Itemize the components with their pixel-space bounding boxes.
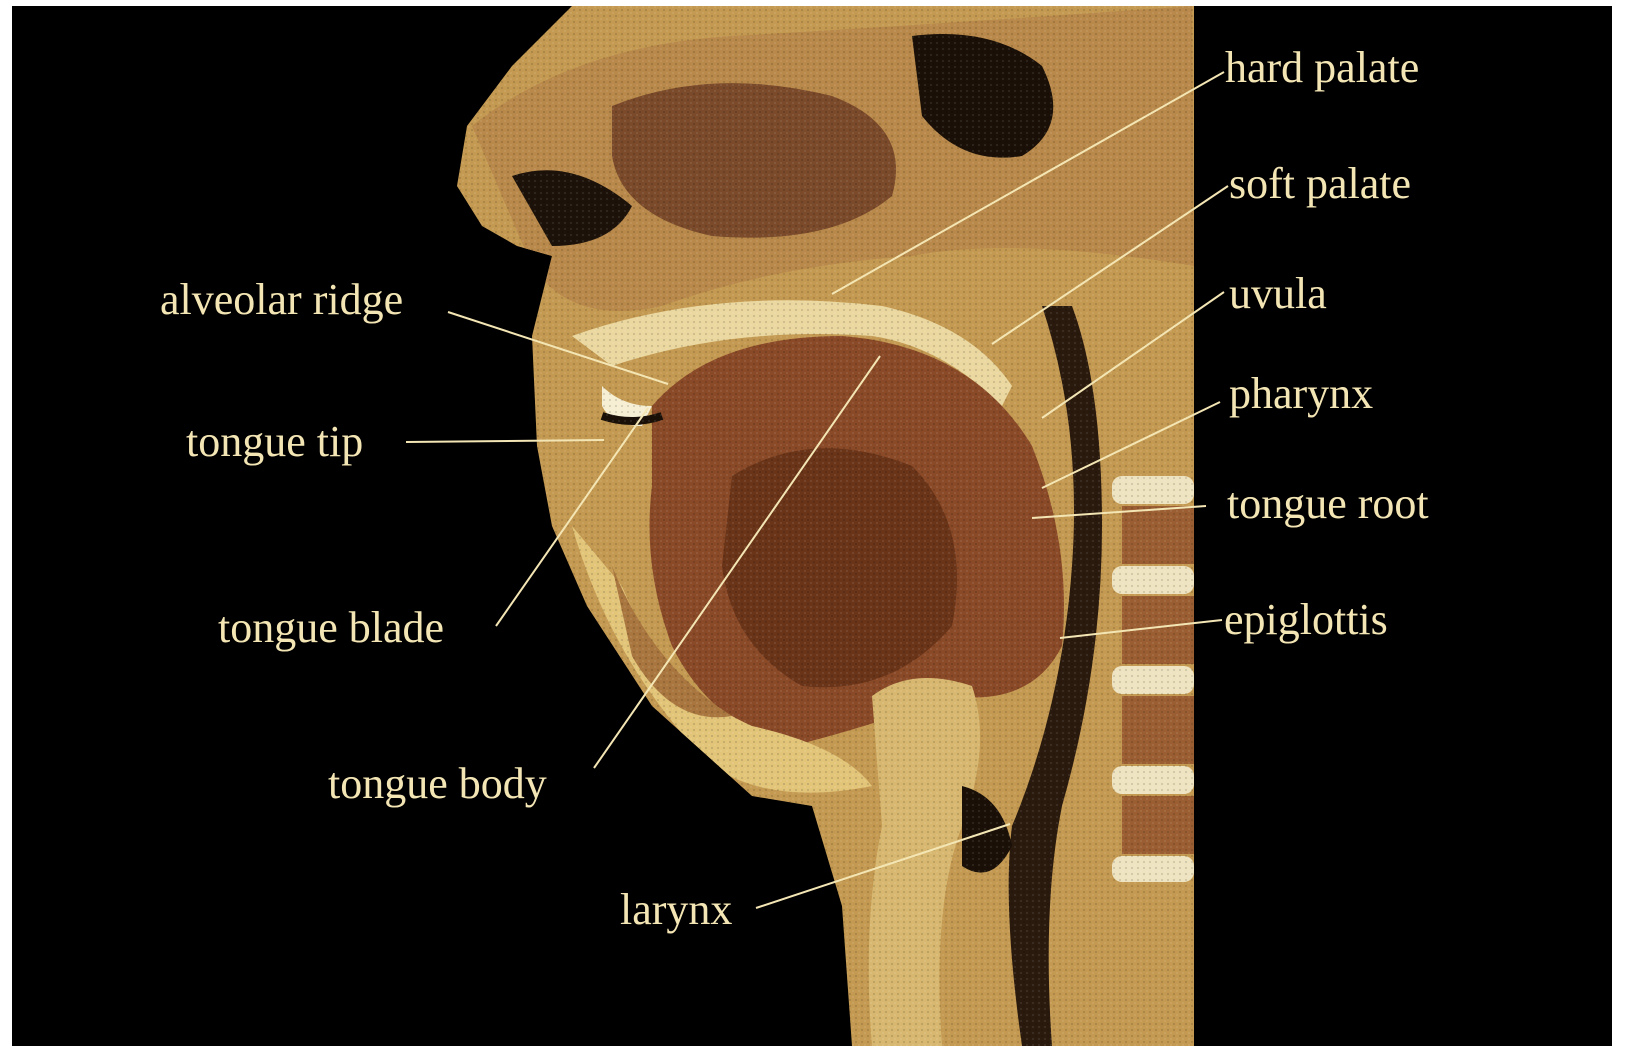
tissue-section [452,6,1202,1046]
label-tongue-blade: tongue blade [218,606,444,650]
label-tongue-root: tongue root [1227,482,1429,526]
label-tongue-body: tongue body [328,762,547,806]
label-alveolar-ridge: alveolar ridge [160,278,403,322]
label-soft-palate: soft palate [1229,162,1411,206]
diagram-frame: hard palate soft palate uvula pharynx to… [12,6,1612,1046]
label-larynx: larynx [620,888,732,932]
label-tongue-tip: tongue tip [186,420,363,464]
label-epiglottis: epiglottis [1224,598,1388,642]
label-uvula: uvula [1229,272,1327,316]
label-hard-palate: hard palate [1225,46,1419,90]
label-pharynx: pharynx [1229,372,1373,416]
